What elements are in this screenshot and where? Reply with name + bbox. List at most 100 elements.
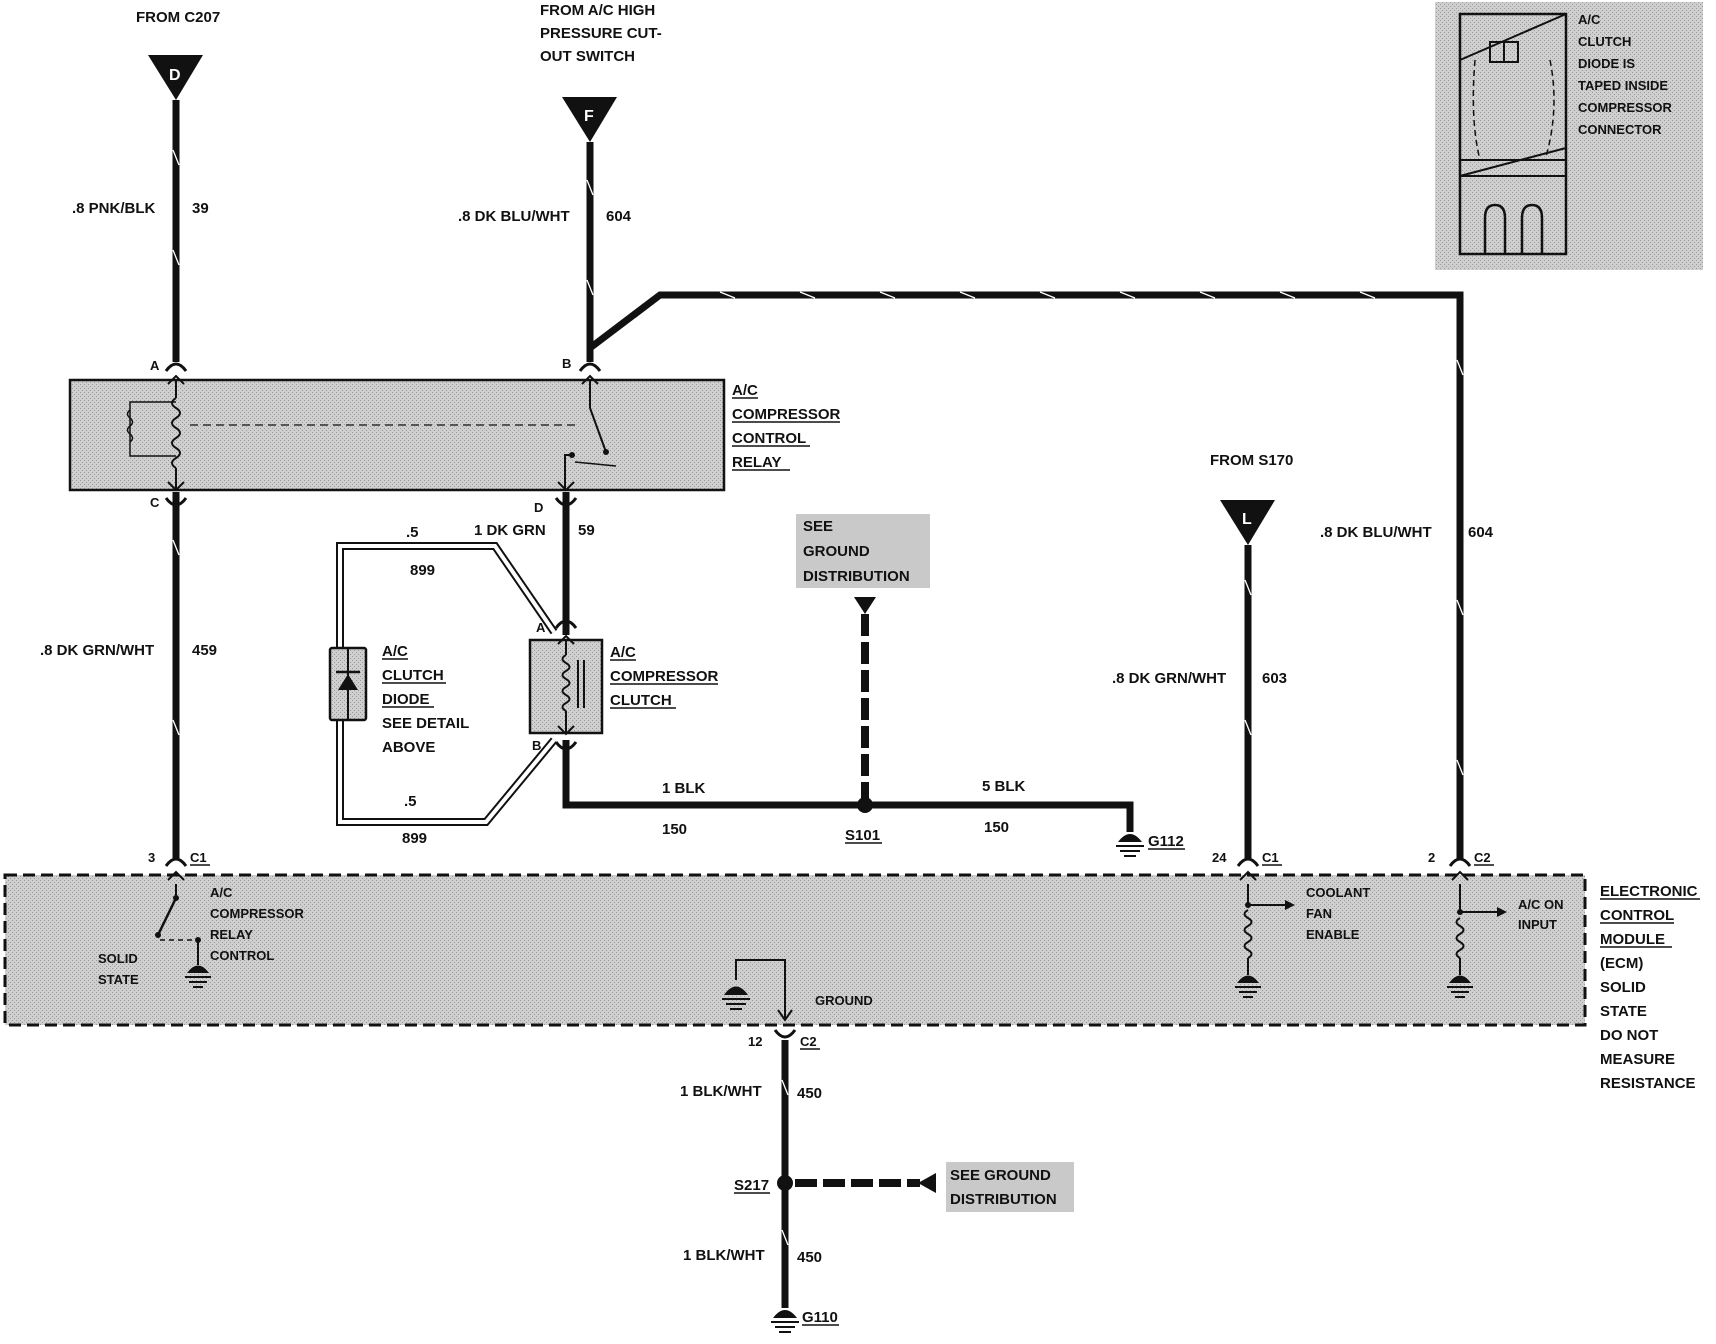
relay-pin-b: B xyxy=(562,356,571,371)
wire-150-left-color: 1 BLK xyxy=(662,780,706,797)
diode-label-3: DIODE xyxy=(382,691,430,708)
detail-line-6: CONNECTOR xyxy=(1578,122,1662,137)
wire-899-top-size: .5 xyxy=(406,524,419,541)
from-ac-high-line-3: OUT SWITCH xyxy=(540,48,635,65)
clutch-pin-b: B xyxy=(532,738,541,753)
wire-604-number: 604 xyxy=(606,208,632,225)
relay-pin-c: C xyxy=(150,495,160,510)
from-s170-label: FROM S170 xyxy=(1210,452,1293,469)
wire-899-bottom-number: 899 xyxy=(402,830,427,847)
ecm-title-2: CONTROL xyxy=(1600,907,1674,924)
ecm-solid-state-1: SOLID xyxy=(98,951,138,966)
see-ground-dist-1-line-2: GROUND xyxy=(803,543,870,560)
clutch-pin-a: A xyxy=(536,620,546,635)
clutch-label-1: A/C xyxy=(610,644,636,661)
wire-39-color: .8 PNK/BLK xyxy=(72,200,156,217)
wire-604-branch xyxy=(587,291,1464,860)
relay-pin-d: D xyxy=(534,500,543,515)
from-c207-label: FROM C207 xyxy=(136,9,220,26)
ecm-acon-2: INPUT xyxy=(1518,917,1557,932)
wire-899 xyxy=(336,542,558,826)
detail-line-4: TAPED INSIDE xyxy=(1578,78,1668,93)
ground-dist-2-arrow-icon xyxy=(918,1173,936,1193)
ecm-relay-control-3: RELAY xyxy=(210,927,253,942)
diode-detail-inset: A/C CLUTCH DIODE IS TAPED INSIDE COMPRES… xyxy=(1435,2,1703,270)
wire-459-number: 459 xyxy=(192,642,217,659)
wire-603-color: .8 DK GRN/WHT xyxy=(1112,670,1226,687)
clutch-label-3: CLUTCH xyxy=(610,692,672,709)
wire-59-color: 1 DK GRN xyxy=(474,522,546,539)
connector-l-icon xyxy=(1220,500,1275,545)
splice-s101-label: S101 xyxy=(845,827,880,844)
wire-150 xyxy=(562,740,1134,832)
connector-l-letter: L xyxy=(1242,511,1252,528)
relay-label-1: A/C xyxy=(732,382,758,399)
ecm-title-1: ELECTRONIC xyxy=(1600,883,1698,900)
ground-g110-icon xyxy=(771,1310,799,1333)
see-ground-dist-2-line-1: SEE GROUND xyxy=(950,1167,1051,1184)
wire-604b-color: .8 DK BLU/WHT xyxy=(1320,524,1432,541)
ecm-ground-label: GROUND xyxy=(815,993,873,1008)
ecm-connector-c2-bottom: C2 xyxy=(800,1034,817,1049)
see-ground-dist-1-line-3: DISTRIBUTION xyxy=(803,568,910,585)
diode-label-2: CLUTCH xyxy=(382,667,444,684)
ecm-title-8: MEASURE xyxy=(1600,1051,1675,1068)
clutch-label-2: COMPRESSOR xyxy=(610,668,719,685)
diode-label-4: SEE DETAIL xyxy=(382,715,469,732)
ecm-title-4: (ECM) xyxy=(1600,955,1643,972)
wire-150-right-number: 150 xyxy=(984,819,1009,836)
relay-label-4: RELAY xyxy=(732,454,781,471)
wire-450-bottom-color: 1 BLK/WHT xyxy=(683,1247,765,1264)
connector-d-icon xyxy=(148,55,203,100)
wire-604 xyxy=(586,142,594,362)
wire-450-top-number: 450 xyxy=(797,1085,822,1102)
diode-label-5: ABOVE xyxy=(382,739,435,756)
electronic-control-module xyxy=(3,873,1587,1027)
ecm-acon-1: A/C ON xyxy=(1518,897,1564,912)
ecm-pin-2: 2 xyxy=(1428,850,1435,865)
ac-compressor-clutch xyxy=(528,638,604,735)
relay-label-3: CONTROL xyxy=(732,430,806,447)
ecm-relay-control-4: CONTROL xyxy=(210,948,274,963)
ecm-title-7: DO NOT xyxy=(1600,1027,1658,1044)
connector-f-letter: F xyxy=(584,108,594,125)
wire-899-top-number: 899 xyxy=(410,562,435,579)
ecm-connector-c2-right: C2 xyxy=(1474,850,1491,865)
splice-s101-icon xyxy=(857,797,873,813)
detail-line-5: COMPRESSOR xyxy=(1578,100,1673,115)
ground-distribution-wire-1 xyxy=(854,597,876,805)
ac-compressor-control-relay xyxy=(68,378,726,492)
see-ground-dist-box-2 xyxy=(946,1162,1074,1212)
wire-603-number: 603 xyxy=(1262,670,1287,687)
wire-459 xyxy=(172,492,180,860)
see-ground-dist-1-line-1: SEE xyxy=(803,518,833,535)
splice-s217-icon xyxy=(777,1175,793,1191)
ecm-relay-control-1: A/C xyxy=(210,885,233,900)
detail-line-3: DIODE IS xyxy=(1578,56,1635,71)
ecm-relay-control-2: COMPRESSOR xyxy=(210,906,305,921)
see-ground-dist-2-line-2: DISTRIBUTION xyxy=(950,1191,1057,1208)
wire-150-right-color: 5 BLK xyxy=(982,778,1026,795)
detail-line-2: CLUTCH xyxy=(1578,34,1631,49)
wire-604b-number: 604 xyxy=(1468,524,1494,541)
ecm-title-3: MODULE xyxy=(1600,931,1665,948)
splice-s217-label: S217 xyxy=(734,1177,769,1194)
ac-clutch-diode xyxy=(328,646,368,722)
ecm-pin-3: 3 xyxy=(148,850,155,865)
ecm-coolant-1: COOLANT xyxy=(1306,885,1370,900)
ground-g112-label: G112 xyxy=(1148,833,1184,850)
wire-450-bottom-number: 450 xyxy=(797,1249,822,1266)
ecm-connector-c1-right: C1 xyxy=(1262,850,1279,865)
relay-label-2: COMPRESSOR xyxy=(732,406,841,423)
from-ac-high-line-1: FROM A/C HIGH xyxy=(540,2,655,19)
ecm-title-6: STATE xyxy=(1600,1003,1647,1020)
wire-450-top-color: 1 BLK/WHT xyxy=(680,1083,762,1100)
from-ac-high-line-2: PRESSURE CUT- xyxy=(540,25,662,42)
ecm-pin-24: 24 xyxy=(1212,850,1227,865)
ecm-coolant-3: ENABLE xyxy=(1306,927,1360,942)
wire-450 xyxy=(781,1040,789,1308)
wire-603 xyxy=(1244,545,1252,860)
connector-f-icon xyxy=(562,97,617,142)
connector-d-letter: D xyxy=(169,67,181,84)
relay-pin-a: A xyxy=(150,358,160,373)
